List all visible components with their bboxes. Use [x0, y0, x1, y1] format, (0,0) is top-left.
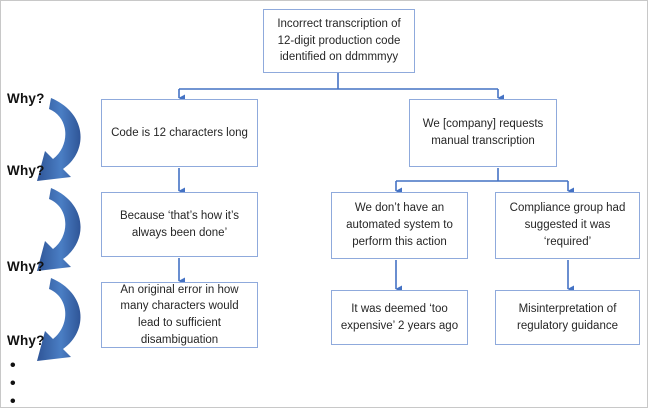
why-label-1: Why?: [7, 91, 45, 106]
why-curved-arrows: [37, 98, 81, 361]
node-left-3[interactable]: An original error in how many characters…: [101, 282, 258, 348]
continuation-bullet-2: •: [10, 375, 16, 392]
node-right-3a-label: It was deemed ‘too expensive’ 2 years ag…: [340, 302, 459, 332]
why-label-2: Why?: [7, 163, 45, 178]
node-right-3a[interactable]: It was deemed ‘too expensive’ 2 years ag…: [331, 290, 468, 345]
node-right-2b-label: Compliance group had suggested it was ‘r…: [509, 202, 626, 248]
node-left-1[interactable]: Code is 12 characters long: [101, 99, 258, 167]
node-left-1-label: Code is 12 characters long: [111, 126, 248, 139]
node-right-1-label: We [company] requests manual transcripti…: [422, 118, 544, 147]
node-right-2a-label: We don’t have an automated system to per…: [346, 202, 453, 248]
continuation-bullet-3: •: [10, 393, 16, 410]
node-right-2a[interactable]: We don’t have an automated system to per…: [331, 192, 468, 259]
node-right-3b-label: Misinterpretation of regulatory guidance: [516, 302, 618, 332]
continuation-bullet-1: •: [10, 357, 16, 374]
node-left-2-label: Because ‘that’s how it’s always been don…: [119, 209, 240, 239]
node-left-2[interactable]: Because ‘that’s how it’s always been don…: [101, 192, 258, 257]
connector-root-split: [178, 73, 504, 102]
node-right-3b[interactable]: Misinterpretation of regulatory guidance: [495, 290, 640, 345]
why-arrow-3: [37, 278, 81, 361]
node-root[interactable]: Incorrect transcription of 12-digit prod…: [263, 9, 415, 73]
node-root-label: Incorrect transcription of 12-digit prod…: [277, 17, 401, 64]
node-left-3-label: An original error in how many characters…: [120, 283, 239, 346]
node-right-1[interactable]: We [company] requests manual transcripti…: [409, 99, 557, 167]
node-right-2b[interactable]: Compliance group had suggested it was ‘r…: [495, 192, 640, 259]
connector-right-chain: [395, 260, 574, 293]
why-label-4: Why?: [7, 333, 45, 348]
why-label-3: Why?: [7, 259, 45, 274]
connector-right-split: [395, 168, 574, 195]
